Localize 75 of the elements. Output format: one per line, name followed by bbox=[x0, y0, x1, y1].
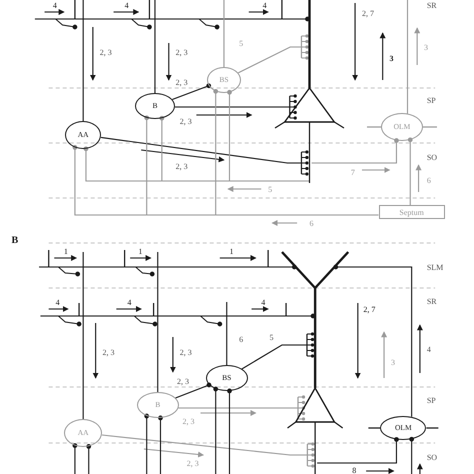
pyramidal-neuron bbox=[280, 251, 350, 474]
connector-line bbox=[102, 434, 316, 468]
connector-line bbox=[154, 0, 156, 93]
pathway-number: 3 bbox=[424, 42, 428, 52]
layer-label: SP bbox=[426, 396, 436, 404]
pathway-number: 4 bbox=[262, 0, 267, 10]
pathway-number: 2, 3 bbox=[180, 116, 192, 126]
pathway-number: 4 bbox=[124, 0, 129, 10]
pathway-number: 4 bbox=[52, 0, 57, 10]
connector-line bbox=[172, 83, 212, 100]
pyramidal-neuron bbox=[273, 0, 346, 184]
pathway-number: 4 bbox=[127, 298, 132, 306]
pathway-number: 2, 3 bbox=[176, 48, 188, 56]
connector-line bbox=[178, 394, 306, 422]
pathway-number: 8 bbox=[352, 466, 356, 474]
connector-line bbox=[317, 437, 399, 464]
connector-line bbox=[72, 443, 78, 474]
pathway-number: 4 bbox=[261, 298, 266, 306]
pathway-number: 6 bbox=[239, 334, 244, 344]
pathway-number: 2, 3 bbox=[186, 458, 199, 468]
region-box: Septum bbox=[378, 205, 445, 219]
connector-line bbox=[82, 0, 84, 121]
connector-line bbox=[157, 252, 158, 392]
connector-line bbox=[144, 414, 150, 474]
connector-line bbox=[408, 137, 413, 205]
connector-line bbox=[312, 138, 399, 164]
pathway-number: 2, 3 bbox=[176, 78, 188, 86]
connector-line bbox=[34, 16, 310, 22]
layer-label: SP bbox=[426, 96, 436, 104]
pathway-number: 2, 3 bbox=[182, 416, 195, 426]
pathway-number: 2, 3 bbox=[180, 348, 192, 356]
pathway-number: 4 bbox=[426, 344, 431, 354]
connector-line bbox=[39, 264, 297, 270]
connector-line bbox=[227, 388, 232, 474]
connector-line bbox=[242, 332, 315, 370]
connector-line bbox=[82, 252, 84, 419]
pathway-number: 5 bbox=[268, 184, 272, 194]
connector-line bbox=[86, 444, 92, 474]
connector-line bbox=[333, 264, 412, 417]
connector-line bbox=[406, 0, 408, 114]
layer-label: SLM bbox=[426, 262, 444, 272]
connector-line bbox=[100, 136, 310, 176]
pathway-number: 7 bbox=[350, 168, 355, 176]
pathway-number: 2, 7 bbox=[363, 304, 376, 314]
layer-label: SO bbox=[426, 152, 438, 162]
connector-line bbox=[158, 416, 163, 474]
pathway-number: 2, 3 bbox=[177, 376, 190, 386]
connector-line bbox=[238, 34, 310, 74]
pathway-number: 2, 3 bbox=[176, 162, 188, 170]
panel-label: B bbox=[11, 234, 18, 246]
connector-line bbox=[213, 386, 218, 474]
pathway-number: 6 bbox=[426, 176, 431, 184]
connector-line bbox=[175, 382, 212, 399]
layer-label: SR bbox=[426, 0, 437, 10]
pathway-number: 3 bbox=[390, 358, 395, 366]
layer-label: SO bbox=[426, 452, 438, 462]
pathway-number: 2, 3 bbox=[100, 48, 112, 56]
connector-line bbox=[40, 314, 316, 318]
pathway-number: 6 bbox=[310, 218, 314, 228]
pathway-number: 2, 7 bbox=[362, 8, 374, 18]
pathway-number: 2, 3 bbox=[102, 348, 115, 356]
pathway-number: 5 bbox=[239, 38, 244, 48]
pathway-number: 4 bbox=[56, 298, 60, 306]
pathway-number: 1 bbox=[138, 246, 142, 256]
connector-line bbox=[226, 302, 228, 365]
layer-label: SR bbox=[426, 296, 437, 306]
connector-line bbox=[227, 90, 310, 182]
connector-line bbox=[409, 436, 414, 474]
connector-line bbox=[213, 88, 379, 216]
pathway-number: 5 bbox=[270, 332, 274, 342]
pathway-number: 3 bbox=[390, 54, 394, 62]
pathway-number: 1 bbox=[229, 246, 234, 256]
connector-line bbox=[174, 94, 298, 120]
pathway-number: 1 bbox=[64, 246, 68, 256]
connector-line bbox=[223, 0, 225, 67]
